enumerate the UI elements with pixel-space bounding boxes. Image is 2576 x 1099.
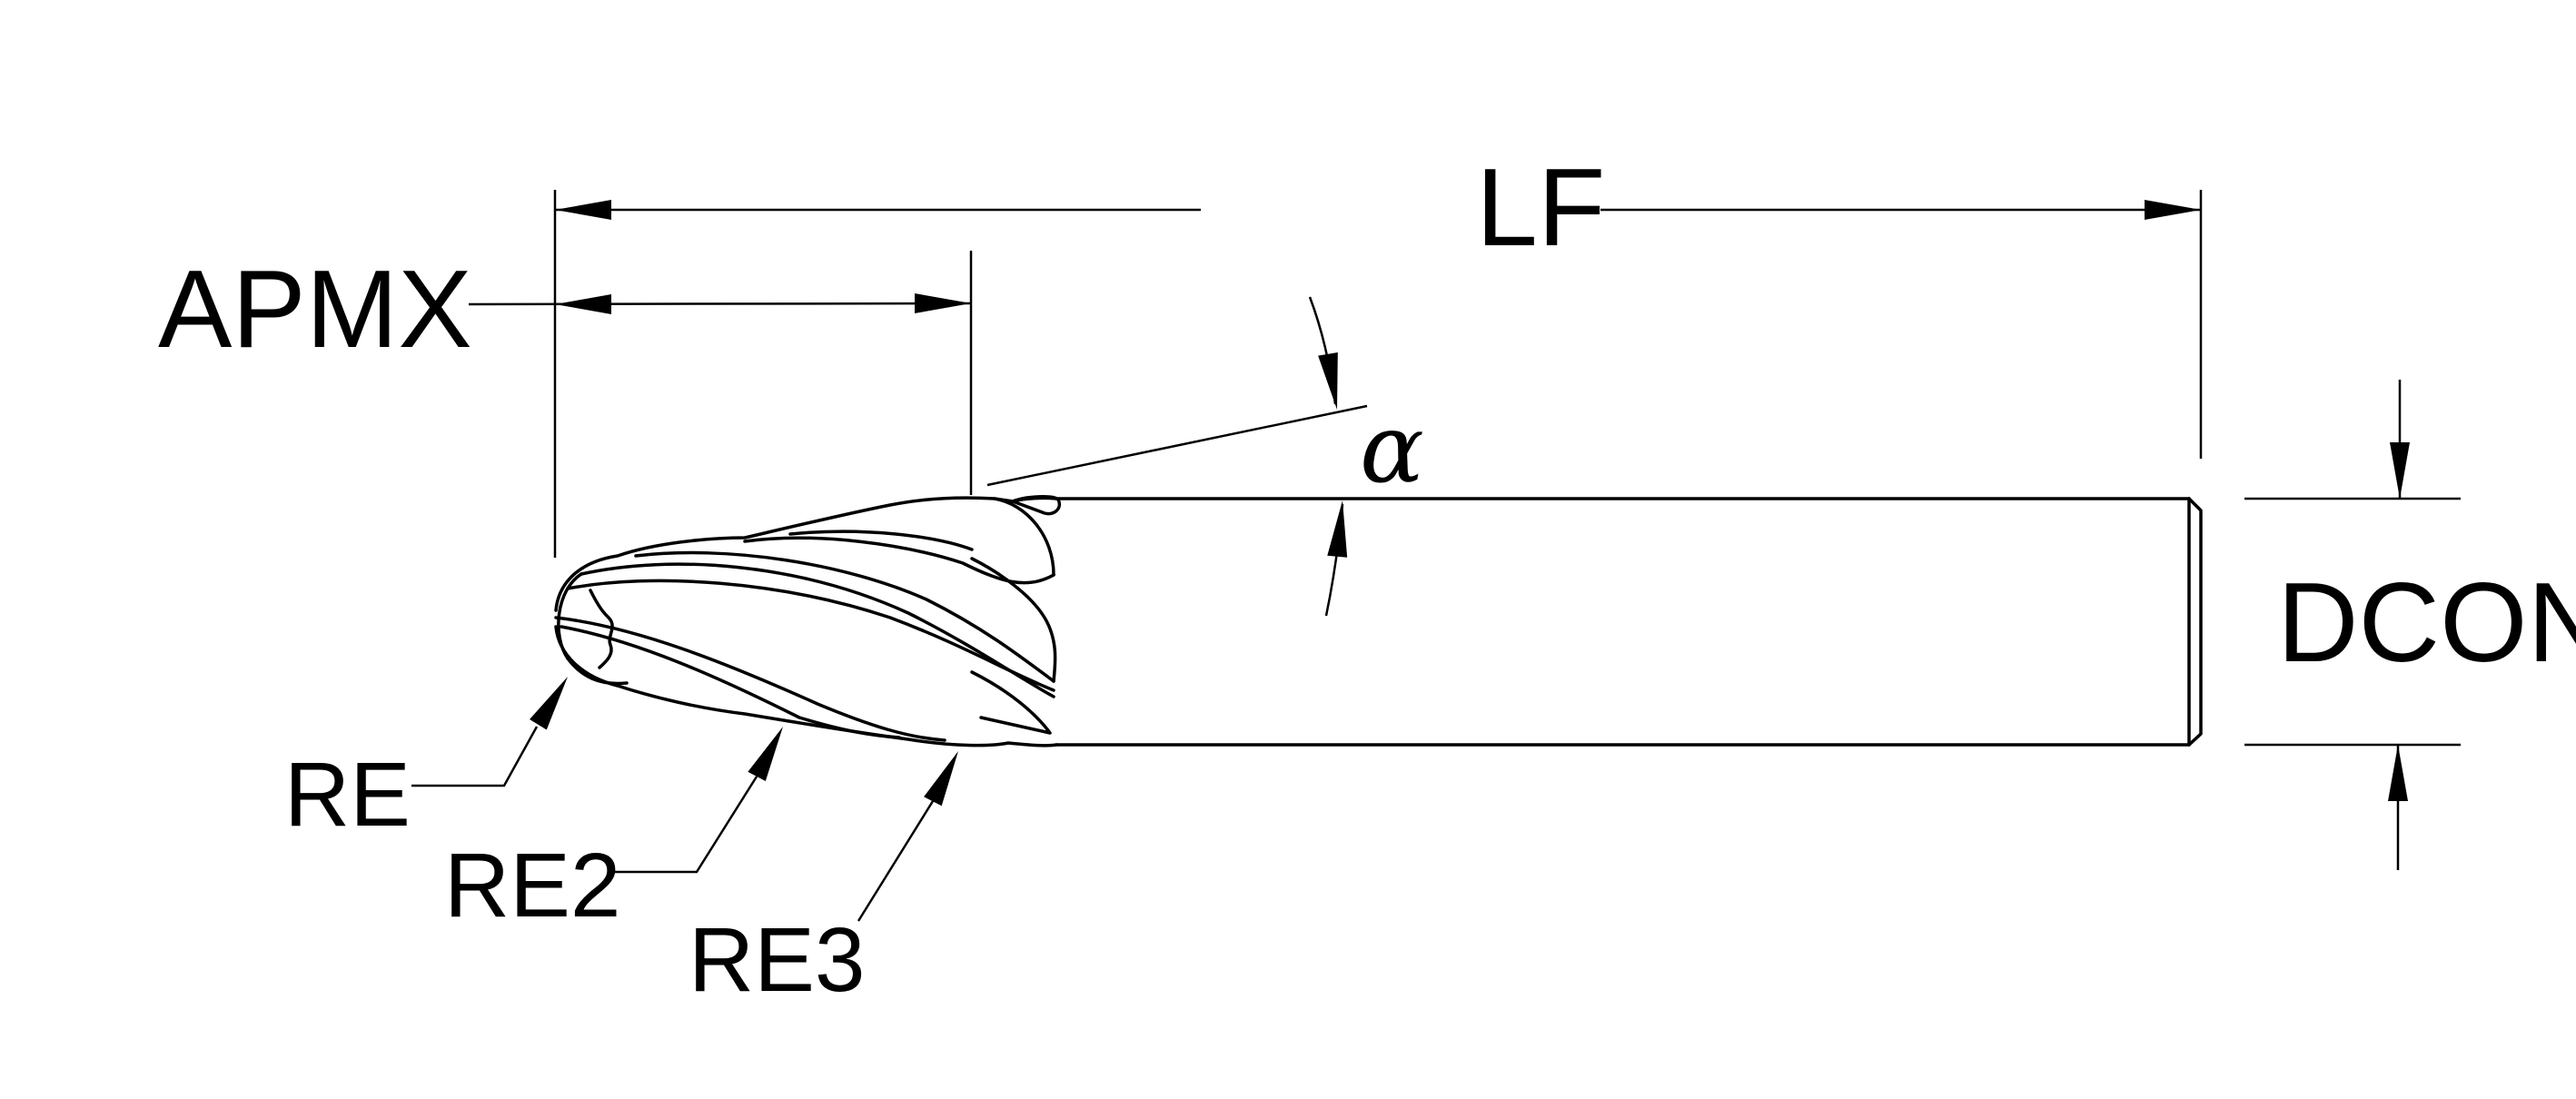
re-arrow <box>530 677 568 730</box>
shank-chamfer <box>2187 497 2203 747</box>
apmx-dimension-line <box>468 302 972 306</box>
flute-3 <box>554 616 946 742</box>
tip-detail <box>589 589 614 669</box>
alpha-arrow-lower <box>1327 500 1348 558</box>
re-label: RE <box>284 744 411 846</box>
re2-arrow <box>748 727 783 781</box>
lf-arrow-left <box>555 200 611 220</box>
arrowheads <box>530 200 2410 807</box>
flute-2 <box>580 562 1055 698</box>
re2-leader <box>614 776 758 874</box>
flute-6 <box>743 536 1055 585</box>
re3-leader <box>857 800 935 922</box>
flute-7 <box>788 530 974 551</box>
re2-label: RE2 <box>444 835 621 936</box>
alpha-label: α <box>1360 393 1424 504</box>
lf-arrow-right <box>2145 200 2201 220</box>
alpha-arrow-upper <box>1318 352 1338 410</box>
apmx-arrow-left <box>555 294 611 314</box>
apmx-arrow-right <box>915 293 971 313</box>
re3-arrow <box>924 751 958 807</box>
extension-lines <box>553 190 2461 747</box>
apmx-label: APMX <box>158 247 472 371</box>
lobe-top <box>993 497 1055 577</box>
dcon-label: DCON <box>2277 560 2576 686</box>
head-top-outline <box>554 496 1058 612</box>
alpha-reference-line <box>986 404 1368 487</box>
dimension-lines <box>411 208 2402 922</box>
flute-5 <box>634 550 1055 683</box>
lobe-bottom <box>970 670 1052 735</box>
shank-transition <box>1011 495 1061 516</box>
dcon-arrow-bottom <box>2388 745 2408 801</box>
cutting-head <box>554 495 1061 748</box>
flute-4 <box>560 625 901 739</box>
ball-tip <box>557 572 629 686</box>
re-leader <box>411 726 539 787</box>
shank <box>1055 497 2203 747</box>
lobe-middle <box>970 557 1057 683</box>
lf-label: LF <box>1476 145 1605 269</box>
dcon-arrow-top <box>2390 442 2410 499</box>
re3-label: RE3 <box>689 909 866 1011</box>
